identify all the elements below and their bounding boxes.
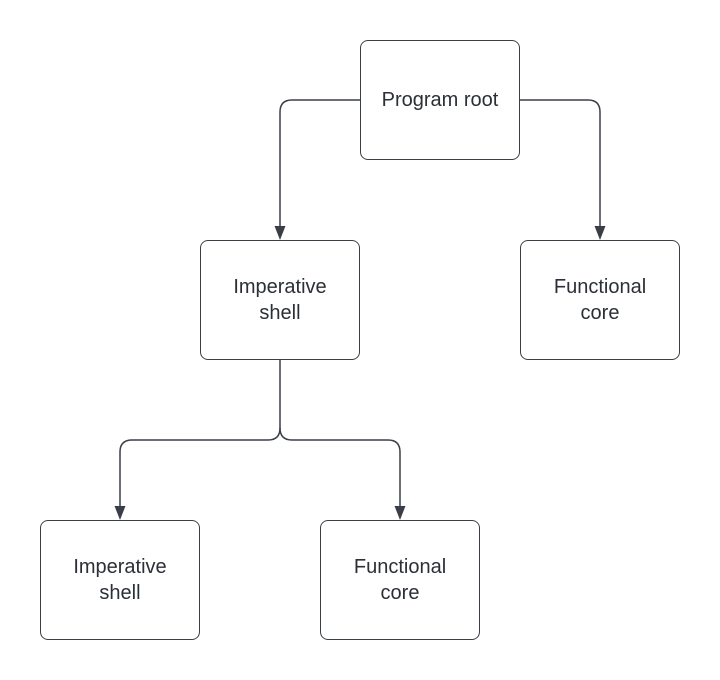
node-functional-core-child[interactable]: Functional core (320, 520, 480, 640)
edge-root-to-core (520, 99, 601, 226)
arrowhead-root-to-shell (274, 226, 286, 240)
node-label: Imperative shell (233, 276, 327, 324)
arrowhead-root-to-core (594, 226, 606, 240)
node-label: Functional core (553, 276, 647, 324)
node-label: Functional core (353, 556, 447, 604)
arrowhead-shell-to-core (394, 506, 406, 520)
edge-shell-to-core (279, 427, 401, 506)
node-label: Program root (381, 89, 499, 111)
edge-root-to-shell (279, 99, 360, 226)
node-imperative-shell-child[interactable]: Imperative shell (40, 520, 200, 640)
node-functional-core[interactable]: Functional core (520, 240, 680, 360)
node-label: Imperative shell (73, 556, 167, 604)
arrowhead-shell-to-shell (114, 506, 126, 520)
node-program-root[interactable]: Program root (360, 40, 520, 160)
edge-shell-to-shell (119, 360, 281, 506)
node-imperative-shell[interactable]: Imperative shell (200, 240, 360, 360)
